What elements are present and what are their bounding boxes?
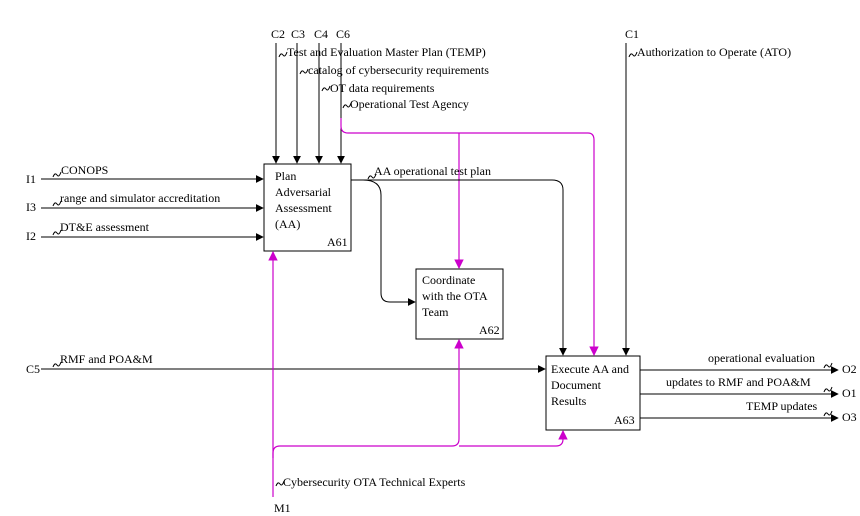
mechanism-arrow-experts-to-a62 [272,339,464,458]
label-ato: Authorization to Operate (ATO) [637,45,791,59]
label-operational-evaluation: operational evaluation [708,351,815,365]
code-c4: C4 [314,27,328,41]
squiggle-ot-data [321,85,331,92]
squiggle-temp [278,51,288,58]
a63-title-line-3: Results [551,394,587,408]
flow-arrow-test-plan-to-a63 [351,179,567,356]
code-c5: C5 [26,362,40,376]
label-catalog: catalog of cybersecurity requirements [308,63,489,77]
label-cyber-ota-experts: Cybersecurity OTA Technical Experts [283,475,466,489]
squiggle-test-plan [367,173,377,180]
label-conops: CONOPS [61,163,108,177]
a61-title-line-1: Plan [275,169,296,183]
squiggle-experts [275,480,285,487]
code-o1: O1 [842,386,857,400]
activity-box-a62 [415,268,504,340]
activity-box-a61 [263,163,352,252]
label-dte-assessment: DT&E assessment [60,220,150,234]
label-rmf-poam: RMF and POA&M [60,352,153,366]
code-i1: I1 [26,172,36,186]
label-updates-rmf: updates to RMF and POA&M [666,375,811,389]
a63-title-line-2: Document [551,378,602,392]
label-temp: Test and Evaluation Master Plan (TEMP) [287,45,486,59]
mechanism-arrow-ota-to-a63 [340,118,599,356]
squiggle-operational-evaluation [823,362,833,369]
code-c2: C2 [271,27,285,41]
label-range-accreditation: range and simulator accreditation [60,191,220,205]
a62-title-line-3: Team [422,305,449,319]
a61-title-line-2: Adversarial [275,185,332,199]
squiggle-temp-updates [823,410,833,417]
mechanism-arrow-experts-to-a63 [459,430,568,447]
a63-title-line-1: Execute AA and [551,362,629,376]
a61-title-line-3: Assessment [275,201,332,215]
activity-box-a63 [545,355,641,431]
code-m1: M1 [274,501,291,515]
label-ota: Operational Test Agency [350,97,469,111]
a62-node-label: A62 [479,323,500,337]
squiggle-range [52,200,62,207]
label-ot-data: OT data requirements [330,81,435,95]
squiggle-dte [52,229,62,236]
squiggle-rmf [52,361,62,368]
a63-node-label: A63 [614,413,635,427]
squiggle-updates-rmf [823,386,833,393]
flow-arrow-test-plan-to-a62 [362,179,416,306]
label-temp-updates: TEMP updates [746,399,818,413]
squiggle-ato [628,51,638,58]
code-c1: C1 [625,27,639,41]
label-aa-test-plan: AA operational test plan [374,164,491,178]
code-c3: C3 [291,27,305,41]
code-i3: I3 [26,200,36,214]
code-i2: I2 [26,229,36,243]
a62-title-line-1: Coordinate [422,273,475,287]
squiggle-conops [52,171,62,178]
squiggle-ota [342,102,352,109]
code-o2: O2 [842,362,857,376]
code-o3: O3 [842,410,857,424]
a61-node-label: A61 [327,235,348,249]
squiggle-catalog [299,68,309,75]
a61-title-line-4: (AA) [275,217,300,231]
a62-title-line-2: with the OTA [422,289,488,303]
code-c6: C6 [336,27,350,41]
